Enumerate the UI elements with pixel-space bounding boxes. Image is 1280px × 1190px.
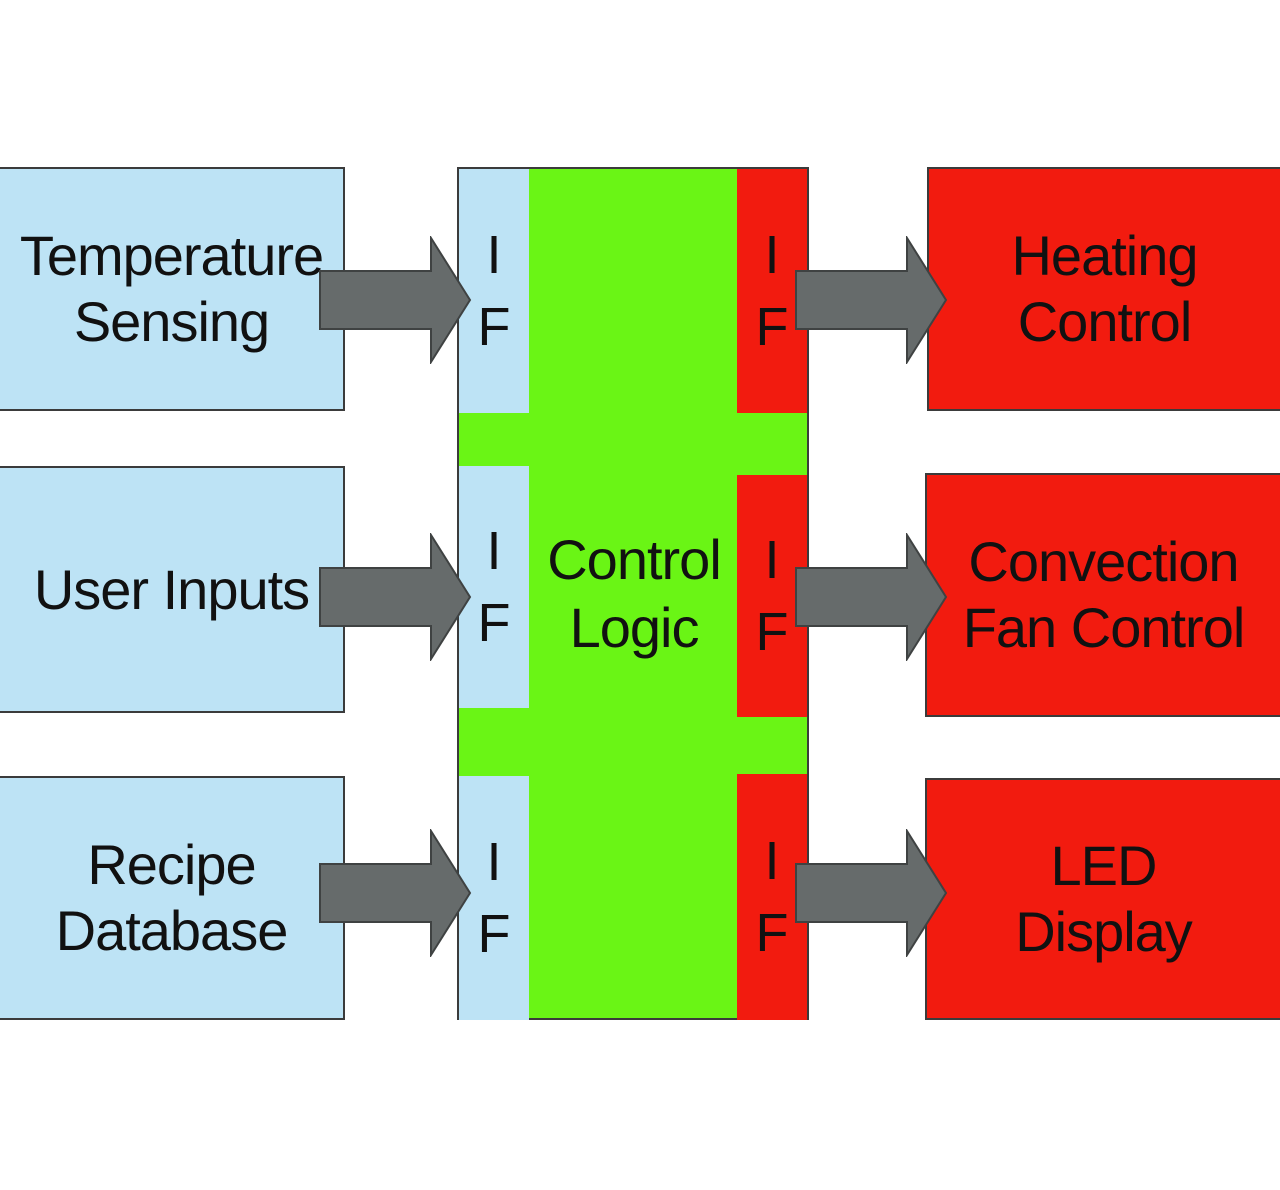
arrow-right-icon bbox=[795, 533, 948, 661]
input-box-label-line2: Database bbox=[55, 899, 289, 962]
output-box-label-line2: Control bbox=[1017, 290, 1193, 353]
control-logic-label: Control Logic bbox=[529, 169, 739, 1018]
interface-input-top: I F bbox=[459, 169, 529, 413]
interface-letter-f: F bbox=[477, 593, 511, 653]
interface-letter-i: I bbox=[764, 225, 780, 285]
input-box-label-line2: Sensing bbox=[73, 290, 270, 353]
interface-output-top: I F bbox=[737, 169, 807, 413]
arrow-right-icon bbox=[795, 829, 948, 957]
interface-letter-i: I bbox=[764, 530, 780, 590]
output-box-label-line2: Fan Control bbox=[962, 596, 1246, 659]
interface-letter-f: F bbox=[755, 297, 789, 357]
output-box-label-line1: Convection bbox=[968, 530, 1239, 593]
input-box-label-line1: Temperature bbox=[19, 224, 324, 287]
input-box-temperature-sensing: Temperature Sensing bbox=[0, 167, 345, 411]
input-box-label-line1: Recipe bbox=[87, 833, 256, 896]
interface-letter-i: I bbox=[486, 832, 502, 892]
control-logic-block: I F I F I F I F I F I F Control Logic bbox=[457, 167, 809, 1020]
output-box-convection-fan-control: Convection Fan Control bbox=[925, 473, 1280, 717]
arrow-right-icon bbox=[319, 829, 472, 957]
control-logic-label-line2: Logic bbox=[569, 595, 700, 659]
interface-letter-i: I bbox=[486, 225, 502, 285]
interface-letter-f: F bbox=[755, 903, 789, 963]
arrow-right-icon bbox=[319, 236, 472, 364]
interface-letter-i: I bbox=[486, 521, 502, 581]
input-box-user-inputs: User Inputs bbox=[0, 466, 345, 713]
output-box-label-line1: Heating bbox=[1011, 224, 1198, 287]
interface-letter-f: F bbox=[477, 297, 511, 357]
input-box-label-line1: User Inputs bbox=[33, 557, 310, 621]
arrow-right-icon bbox=[795, 236, 948, 364]
output-box-label-line2: Display bbox=[1015, 900, 1193, 963]
control-logic-label-line1: Control bbox=[547, 527, 722, 591]
output-box-led-display: LED Display bbox=[925, 778, 1280, 1020]
output-box-heating-control: Heating Control bbox=[927, 167, 1280, 411]
interface-letter-f: F bbox=[755, 602, 789, 662]
interface-input-middle: I F bbox=[459, 466, 529, 708]
interface-input-bottom: I F bbox=[459, 776, 529, 1020]
input-box-recipe-database: Recipe Database bbox=[0, 776, 345, 1020]
output-box-label-line1: LED bbox=[1050, 834, 1158, 897]
arrow-right-icon bbox=[319, 533, 472, 661]
interface-letter-f: F bbox=[477, 904, 511, 964]
interface-letter-i: I bbox=[764, 831, 780, 891]
